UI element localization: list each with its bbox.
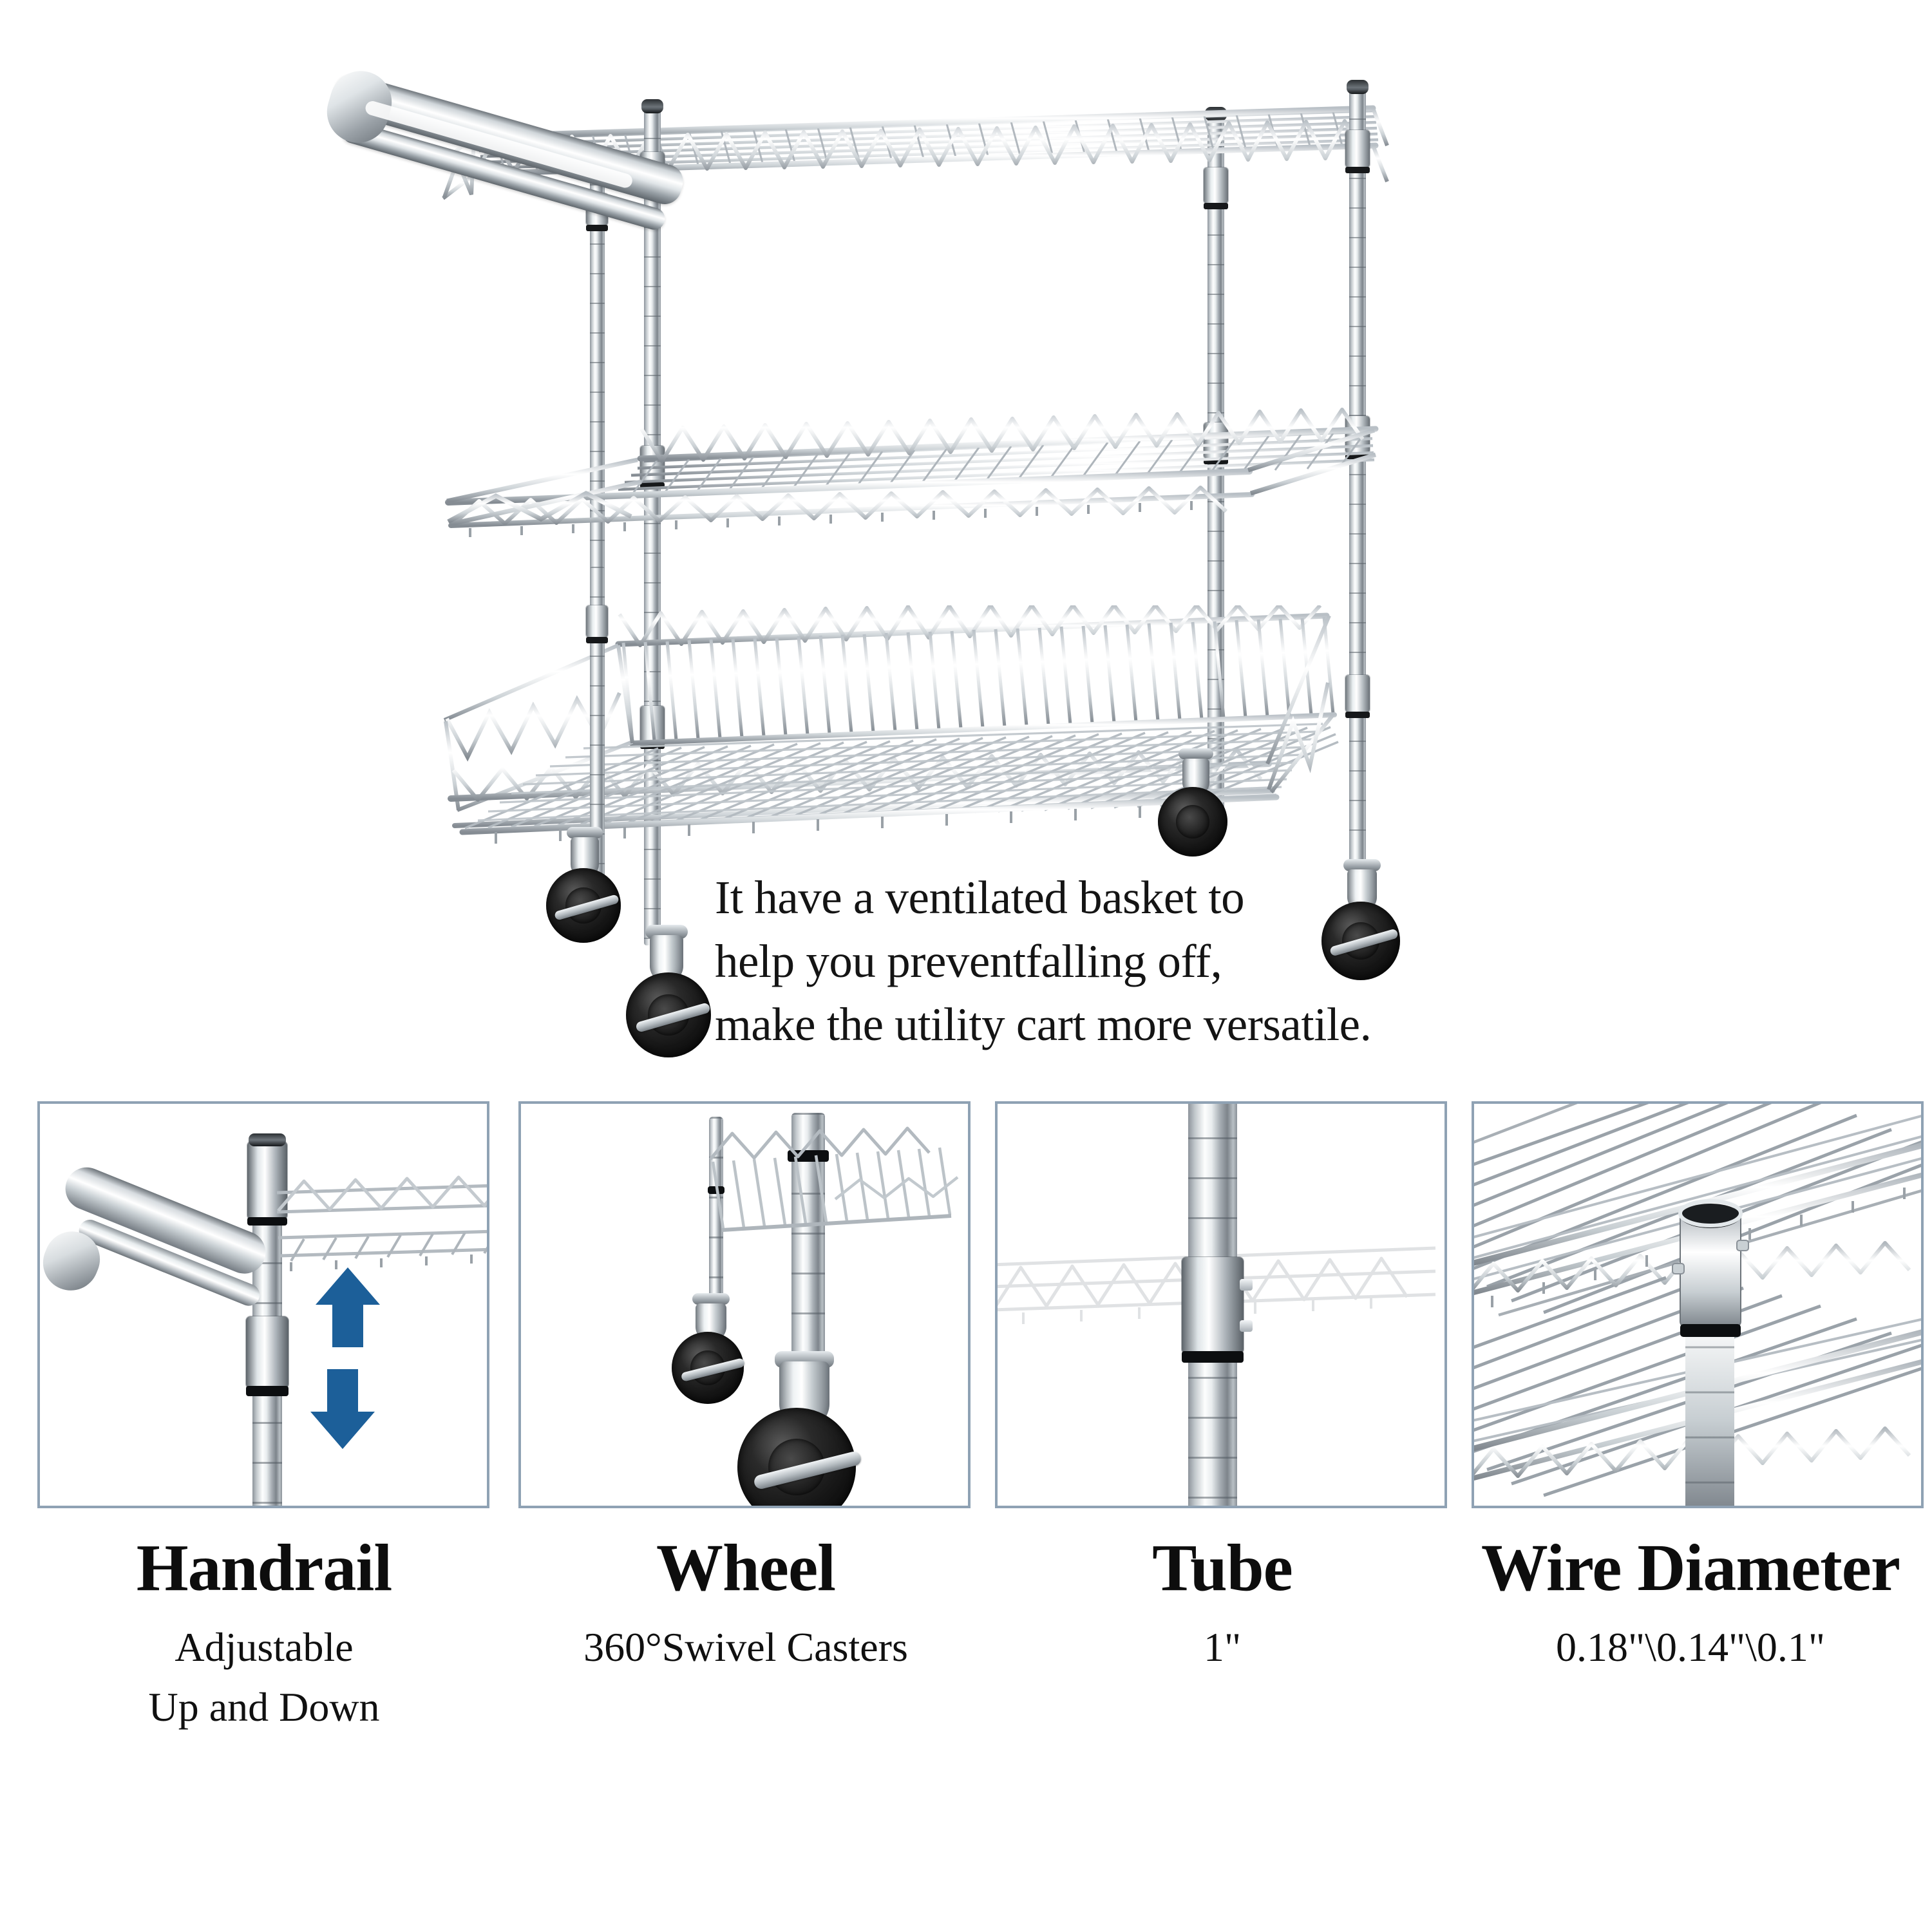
utility-cart-illustration bbox=[319, 39, 1565, 1057]
detail-clamp-band bbox=[246, 1386, 289, 1396]
post-cap-icon bbox=[1347, 80, 1368, 94]
detail-tube-band bbox=[1182, 1351, 1244, 1363]
caster-tyre bbox=[1158, 787, 1227, 857]
feature-labels-row: Handrail Adjustable Up and Down Wheel 36… bbox=[0, 1531, 1932, 1803]
arrow-up-icon bbox=[316, 1267, 380, 1347]
feature-title-wheel: Wheel bbox=[656, 1531, 836, 1605]
detail-basket-wires bbox=[709, 1126, 959, 1232]
detail-caster-rear bbox=[669, 1293, 753, 1419]
post-tube-detail-icon bbox=[998, 1104, 1444, 1506]
caster-swivel-plate bbox=[692, 1293, 730, 1305]
feature-title-tube: Tube bbox=[1152, 1531, 1293, 1605]
product-caption: It have a ventilated basket to help you … bbox=[715, 866, 1520, 1057]
label-group-handrail: Handrail Adjustable Up and Down bbox=[19, 1531, 509, 1734]
cart-handrail bbox=[319, 52, 728, 245]
cart-middle-shelf bbox=[425, 399, 1404, 547]
shelf-collar bbox=[1345, 675, 1370, 718]
detail-wire-shelves bbox=[1474, 1104, 1921, 1506]
feature-sub-wheel: 360°Swivel Casters bbox=[583, 1624, 908, 1671]
detail-panel-tube bbox=[995, 1101, 1447, 1508]
cart-post-front-left bbox=[641, 99, 663, 945]
detail-panel-wire-diameter bbox=[1472, 1101, 1924, 1508]
caster-rear-center bbox=[1158, 748, 1234, 881]
detail-handle-clamp bbox=[246, 1316, 289, 1388]
detail-panel-handrail bbox=[37, 1101, 489, 1508]
feature-sub-wire-diameter: 0.18"\0.14"\0.1" bbox=[1556, 1624, 1825, 1671]
feature-title-wire-diameter: Wire Diameter bbox=[1481, 1531, 1900, 1605]
caster-left-rear bbox=[546, 827, 623, 966]
caster-swivel-plate bbox=[1179, 748, 1213, 759]
detail-tube-sleeve bbox=[1182, 1257, 1244, 1354]
detail-caster-front bbox=[734, 1351, 875, 1506]
wire-shelf-detail-icon bbox=[1474, 1104, 1921, 1506]
caster-front-right bbox=[1321, 859, 1403, 1005]
caster-front-left bbox=[625, 925, 711, 1077]
shelf-collar bbox=[586, 605, 608, 643]
label-group-wheel: Wheel 360°Swivel Casters bbox=[501, 1531, 990, 1675]
detail-shelf-wires bbox=[276, 1175, 487, 1271]
handrail-clamp-detail-icon bbox=[40, 1104, 487, 1506]
label-group-wire-diameter: Wire Diameter 0.18"\0.14"\0.1" bbox=[1446, 1531, 1932, 1675]
caster-swivel-plate bbox=[1343, 859, 1381, 871]
feature-title-handrail: Handrail bbox=[136, 1531, 393, 1605]
cart-post-rear-left-lower bbox=[590, 567, 605, 889]
detail-clamp-band bbox=[247, 1217, 287, 1226]
feature-sub-handrail-line-1: Adjustable bbox=[175, 1624, 354, 1671]
caption-line-3: make the utility cart more versatile. bbox=[715, 998, 1372, 1051]
feature-sub-tube: 1" bbox=[1203, 1624, 1242, 1671]
hero-product-section: It have a ventilated basket to help you … bbox=[319, 39, 1565, 1057]
detail-sleeve-bolt bbox=[1240, 1320, 1253, 1332]
caption-line-1: It have a ventilated basket to bbox=[715, 871, 1245, 923]
arrow-down-icon bbox=[310, 1369, 375, 1449]
caster-swivel-plate bbox=[567, 827, 603, 838]
feature-detail-panels bbox=[0, 1101, 1932, 1513]
shelf-collar bbox=[1204, 167, 1228, 209]
detail-post-band bbox=[788, 1150, 829, 1162]
shelf-collar bbox=[1345, 130, 1370, 173]
feature-sub-handrail-line-2: Up and Down bbox=[148, 1683, 380, 1730]
detail-panel-wheel bbox=[518, 1101, 971, 1508]
cart-post-front-right bbox=[1347, 80, 1368, 907]
caption-line-2: help you preventfalling off, bbox=[715, 934, 1222, 987]
detail-sleeve-bolt bbox=[1240, 1279, 1253, 1291]
swivel-caster-detail-icon bbox=[521, 1104, 968, 1506]
middle-shelf-wire-svg bbox=[445, 408, 1379, 537]
caster-tyre bbox=[737, 1408, 856, 1506]
detail-post-cap bbox=[249, 1133, 286, 1146]
label-group-tube: Tube 1" bbox=[978, 1531, 1467, 1675]
